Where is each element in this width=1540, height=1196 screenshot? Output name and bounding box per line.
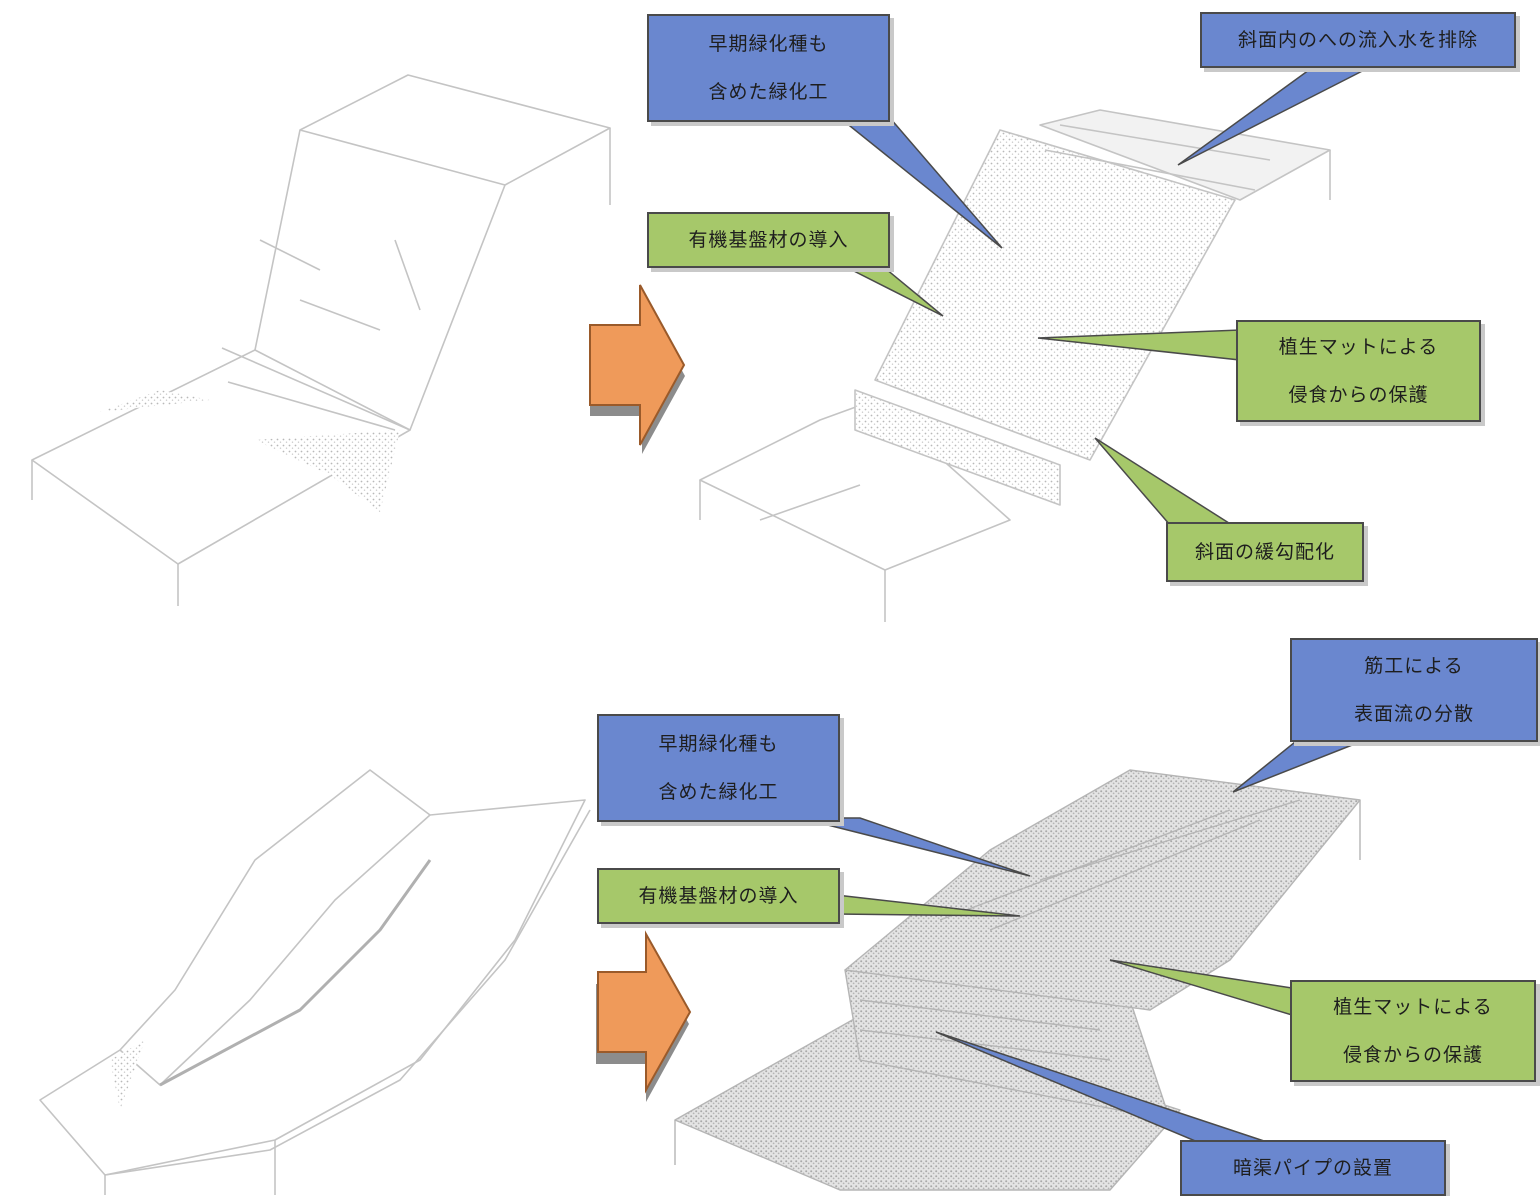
treated-slope-sketch-bottom bbox=[674, 769, 1361, 1191]
callout-text: 早期緑化種も bbox=[658, 733, 779, 755]
callout-early-greening-bottom: 早期緑化種も 含めた緑化工 bbox=[597, 714, 840, 822]
callout-vegetation-mat-top: 植生マットによる 侵食からの保護 bbox=[1236, 320, 1481, 422]
callout-text: 有機基盤材の導入 bbox=[688, 229, 849, 251]
callout-text: 侵食からの保護 bbox=[1342, 1044, 1483, 1066]
callout-terrace-dispersion-bottom: 筋工による 表面流の分散 bbox=[1290, 638, 1538, 742]
right-arrow-icon bbox=[596, 930, 692, 1102]
callout-text: 早期緑化種も bbox=[708, 33, 829, 55]
original-slope-sketch-top bbox=[31, 74, 611, 606]
callout-text: 有機基盤材の導入 bbox=[638, 885, 799, 907]
callout-gentle-slope-top: 斜面の緩勾配化 bbox=[1166, 522, 1364, 582]
callout-text: 斜面内のへの流入水を排除 bbox=[1237, 29, 1478, 51]
callout-drain-pipe-bottom: 暗渠パイプの設置 bbox=[1180, 1140, 1446, 1196]
callout-tail bbox=[1232, 737, 1371, 793]
callout-text: 斜面の緩勾配化 bbox=[1194, 541, 1335, 563]
callout-text: 含めた緑化工 bbox=[658, 781, 779, 803]
callout-text: 植生マットによる bbox=[1333, 996, 1493, 1018]
callout-text: 侵食からの保護 bbox=[1288, 384, 1429, 406]
callout-organic-base-bottom: 有機基盤材の導入 bbox=[597, 868, 840, 924]
callout-early-greening-top: 早期緑化種も 含めた緑化工 bbox=[647, 14, 890, 122]
callout-text: 植生マットによる bbox=[1278, 336, 1439, 358]
callout-tail bbox=[1094, 437, 1235, 526]
callout-vegetation-mat-bottom: 植生マットによる 侵食からの保護 bbox=[1290, 980, 1536, 1082]
original-slope-sketch-bottom bbox=[39, 769, 591, 1195]
callout-text: 表面流の分散 bbox=[1353, 703, 1474, 725]
callout-drain-inflow-top: 斜面内のへの流入水を排除 bbox=[1200, 12, 1516, 68]
right-arrow-icon bbox=[589, 284, 686, 454]
callout-organic-base-top: 有機基盤材の導入 bbox=[647, 212, 890, 268]
callout-text: 筋工による bbox=[1364, 655, 1464, 677]
callout-text: 暗渠パイプの設置 bbox=[1232, 1157, 1393, 1179]
callout-text: 含めた緑化工 bbox=[708, 81, 829, 103]
